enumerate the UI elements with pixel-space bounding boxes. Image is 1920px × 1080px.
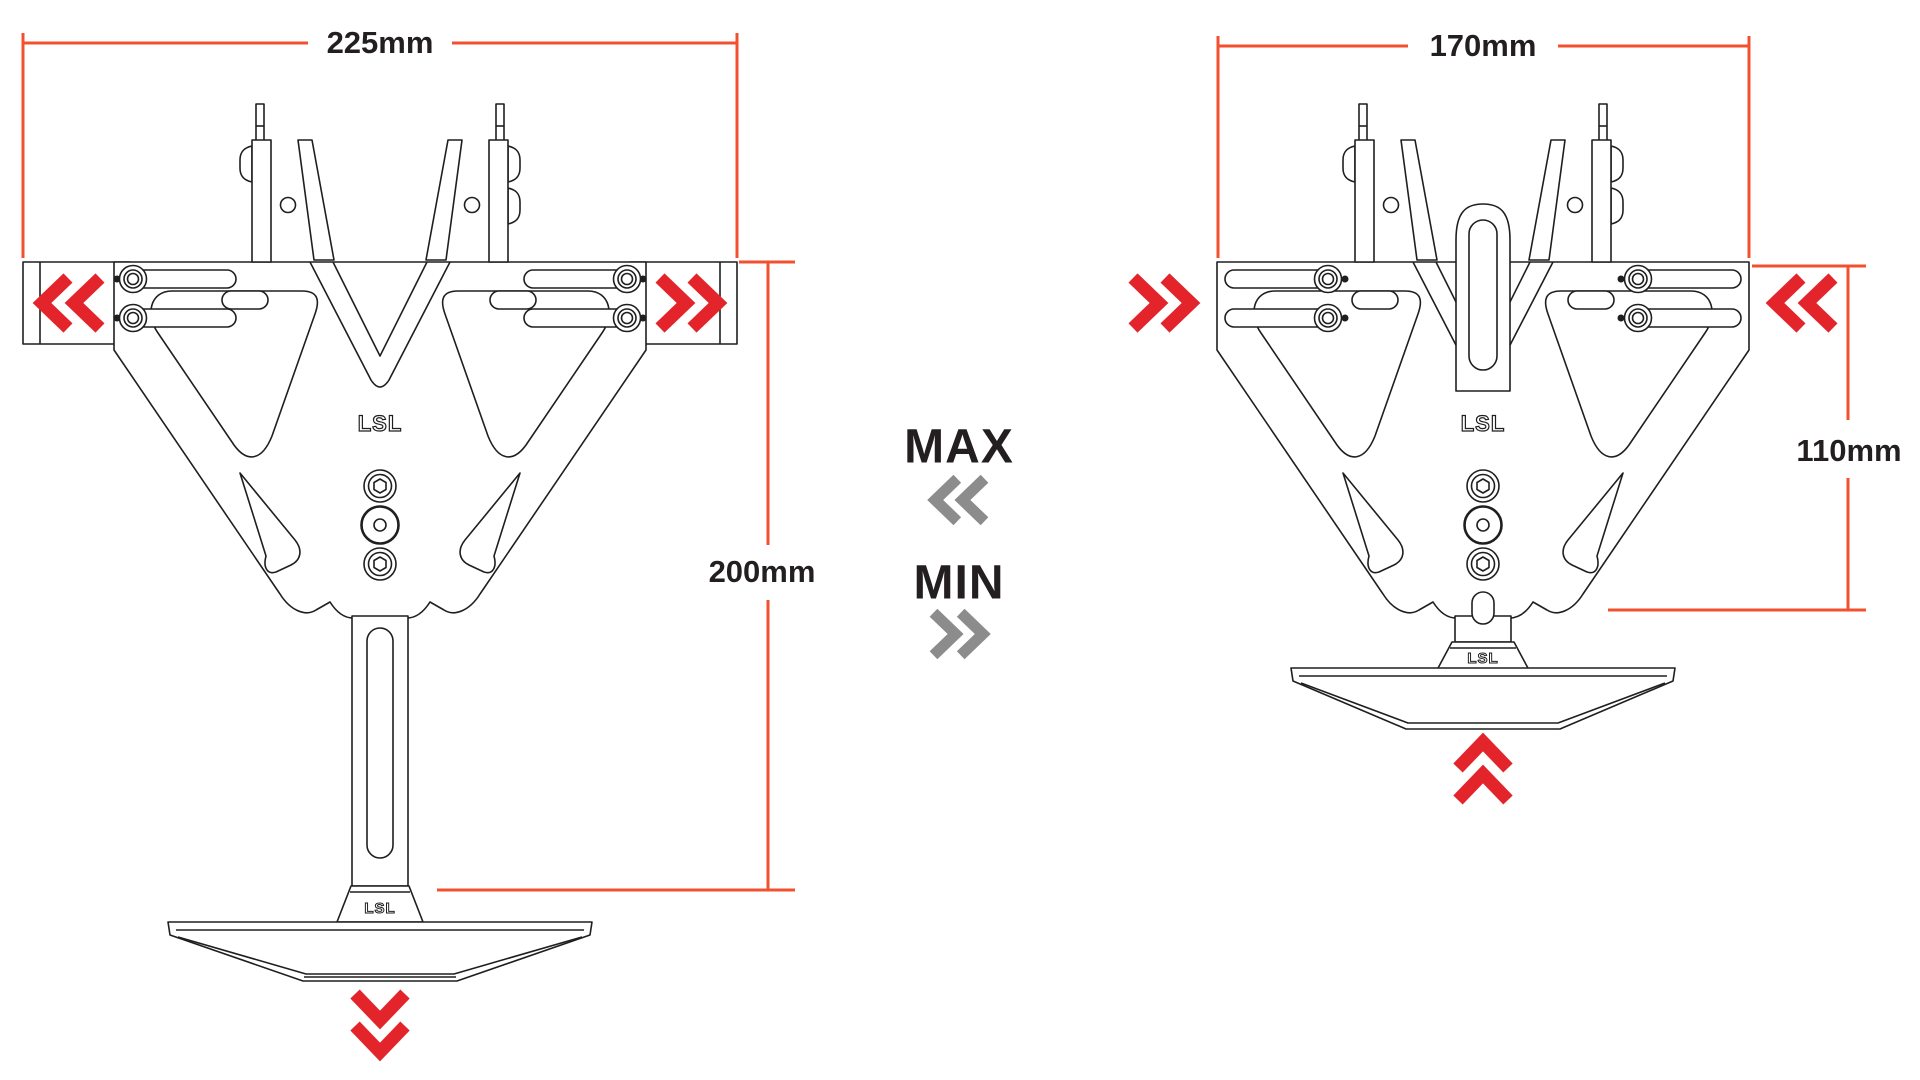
- dimension-width-max: [21, 33, 739, 258]
- central-bolts-max: [360, 469, 400, 581]
- plate-logo-max: LSL: [358, 411, 403, 436]
- legend-max-chevron-icon: [927, 474, 989, 526]
- stem-min: [1454, 591, 1512, 643]
- adjustment-slots-max: [119, 269, 641, 328]
- legend-max-label: MAX: [904, 420, 1014, 474]
- v-notch-max: [309, 261, 451, 388]
- dimension-width-min: [1216, 36, 1751, 258]
- dim-label-width-max: 225mm: [326, 25, 434, 60]
- dim-label-height-min: 110mm: [1796, 433, 1902, 468]
- legend-min-chevron-icon: [929, 608, 991, 660]
- legend-min-label: MIN: [913, 556, 1005, 610]
- mount-prong-left-min: [1342, 103, 1438, 263]
- central-bolts-min: [1463, 469, 1503, 581]
- dimension-height-max: [437, 260, 795, 892]
- foot-mount-max: LSL: [336, 885, 424, 923]
- legend: [927, 474, 991, 660]
- wing-cutouts-min: [1253, 290, 1713, 574]
- stem-max: [351, 615, 409, 887]
- foot-mount-min: LSL: [1436, 641, 1530, 671]
- spoiler-max: [167, 921, 593, 982]
- chevron-out-right-icon: [655, 273, 728, 333]
- chevron-in-right-icon: [1128, 273, 1201, 333]
- slot-bolts-min: [1313, 264, 1653, 333]
- spoiler-min: [1290, 667, 1676, 730]
- dimension-height-min: [1608, 264, 1866, 612]
- adjustment-slots-min: [1224, 269, 1742, 328]
- plate-logo-min: LSL: [1461, 411, 1506, 436]
- figure-min-drawing: LSL LSL: [1128, 36, 1866, 805]
- chevron-in-left-icon: [1765, 273, 1838, 333]
- mount-prong-right: [425, 103, 521, 263]
- mount-prong-left: [239, 103, 335, 263]
- mount-prong-right-min: [1528, 103, 1624, 263]
- chevron-out-left-icon: [32, 273, 105, 333]
- foot-logo-min: LSL: [1467, 650, 1498, 667]
- figure-max-drawing: LSL LSL: [21, 33, 795, 1062]
- chevron-down-icon: [350, 989, 410, 1062]
- foot-logo-max: LSL: [364, 900, 395, 917]
- wing-cutouts-max: [150, 290, 610, 574]
- dim-label-height-max: 200mm: [708, 554, 816, 589]
- dim-label-width-min: 170mm: [1429, 28, 1537, 63]
- chevron-up-icon: [1453, 732, 1513, 805]
- center-hoop-min: [1455, 203, 1511, 392]
- slot-bolts-max: [113, 264, 647, 333]
